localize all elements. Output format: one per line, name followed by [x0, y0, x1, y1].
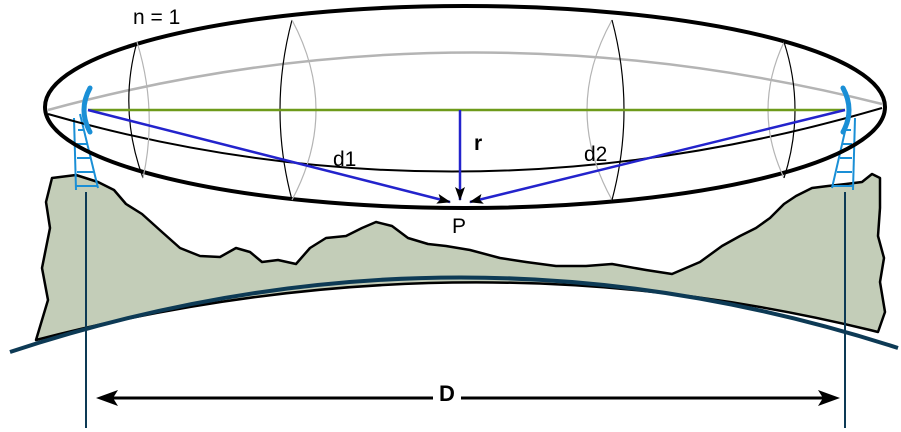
- path-distance-label: D: [433, 383, 461, 405]
- fresnel-inner-contour-lower: [47, 107, 883, 173]
- radius-label: r: [474, 132, 483, 155]
- fresnel-zone-outline: [43, 4, 887, 210]
- terrain: [34, 172, 887, 342]
- left-antenna-dish-icon: [81, 85, 93, 135]
- right-antenna-dish-icon: [840, 85, 852, 135]
- distance-arrowhead-right: [818, 390, 840, 406]
- ray-d1: [87, 108, 451, 204]
- earth-curve: [9, 275, 899, 354]
- distance-2-label: d2: [584, 143, 608, 166]
- fresnel-inner-contour-upper: [47, 51, 883, 112]
- distance-arrowhead-left: [96, 390, 118, 406]
- ray-d2: [469, 108, 846, 204]
- medium-label: n = 1: [133, 6, 181, 29]
- point-label: P: [452, 215, 467, 238]
- distance-1-label: d1: [333, 148, 357, 171]
